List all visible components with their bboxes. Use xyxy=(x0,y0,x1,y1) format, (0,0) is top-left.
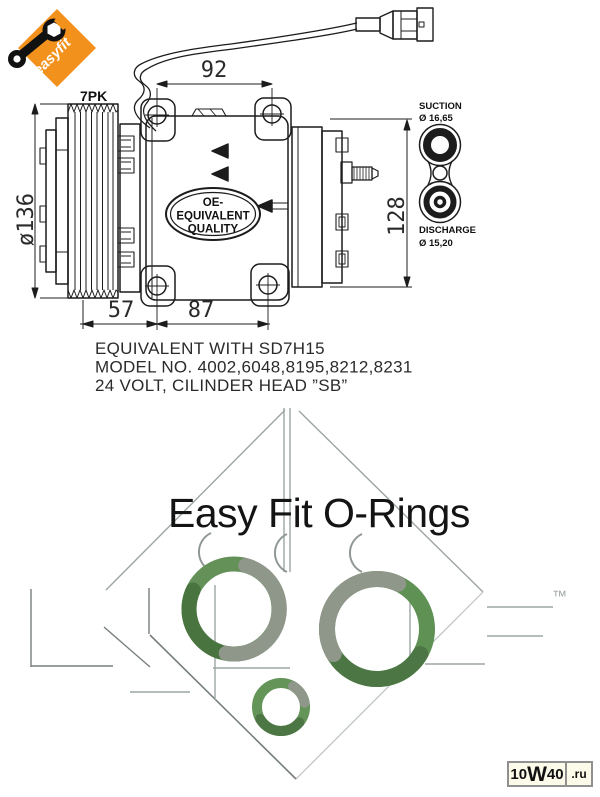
discharge-label: DISCHARGE xyxy=(419,225,476,236)
mounting-ear xyxy=(140,88,176,142)
leader-arrow xyxy=(257,199,273,213)
leader-arrow xyxy=(211,143,229,159)
site-watermark-tld: .ru xyxy=(565,763,591,785)
watermark-diamond-edge xyxy=(149,634,297,780)
oring-large-right xyxy=(319,571,435,688)
mounting-ear xyxy=(250,263,290,330)
site-watermark-part2: 40 xyxy=(546,765,564,783)
badge-line-1: OE- xyxy=(203,197,224,209)
site-watermark-part1: 10 xyxy=(510,765,528,783)
watermark-diamond-edge xyxy=(105,409,286,591)
oe-quality-badge xyxy=(165,187,261,241)
rear-head xyxy=(291,126,379,288)
discharge-diameter: Ø 15,20 xyxy=(419,238,453,249)
dim-body-width: 87 xyxy=(188,298,215,323)
spec-line-voltage: 24 VOLT, CILINDER HEAD ”SB” xyxy=(95,376,347,395)
suction-diameter: Ø 16,65 xyxy=(419,113,454,124)
port-fitting xyxy=(418,123,462,224)
clutch-cable xyxy=(133,22,358,132)
watermark-letter-f xyxy=(409,593,553,665)
belt-type-label: 7PK xyxy=(80,88,107,104)
spec-line-equivalent: EQUIVALENT WITH SD7H15 xyxy=(95,339,325,358)
mounting-ear xyxy=(140,265,176,330)
watermark-letter-n xyxy=(30,588,151,668)
trademark-symbol: ™ xyxy=(552,588,567,605)
badge-line-2: EQUIVALENT xyxy=(176,211,249,223)
dim-rear-height: 128 xyxy=(385,196,410,236)
orings-title: Easy Fit O-Rings xyxy=(168,490,470,536)
oring-large-left xyxy=(181,556,287,662)
badge-line-3: QUALITY xyxy=(188,224,239,236)
site-watermark-w: W xyxy=(527,762,547,786)
dim-top-width: 92 xyxy=(201,58,228,83)
compressor-drawing xyxy=(31,7,462,330)
easyfit-diamond xyxy=(18,9,96,87)
wrench-icon xyxy=(8,15,70,68)
connector-plug xyxy=(355,7,434,42)
pulley xyxy=(39,103,119,299)
dimension-lines xyxy=(31,80,412,329)
compressor-body xyxy=(140,88,292,330)
watermark-diamond-edge xyxy=(298,410,484,593)
leader-arrow xyxy=(211,166,229,182)
mounting-ear xyxy=(254,88,292,141)
dim-front-offset: 57 xyxy=(108,298,135,323)
oring-small xyxy=(252,678,310,736)
dim-pulley-diameter: ø136 xyxy=(14,193,39,246)
easyfit-logo: easyfit xyxy=(8,9,96,87)
suction-label: SUCTION xyxy=(419,101,462,112)
mount-plate xyxy=(117,123,141,293)
watermark-stem-lines xyxy=(283,408,291,572)
spec-line-models: MODEL NO. 4002,6048,8195,8212,8231 xyxy=(95,358,413,377)
oring-photo-group xyxy=(181,556,435,736)
